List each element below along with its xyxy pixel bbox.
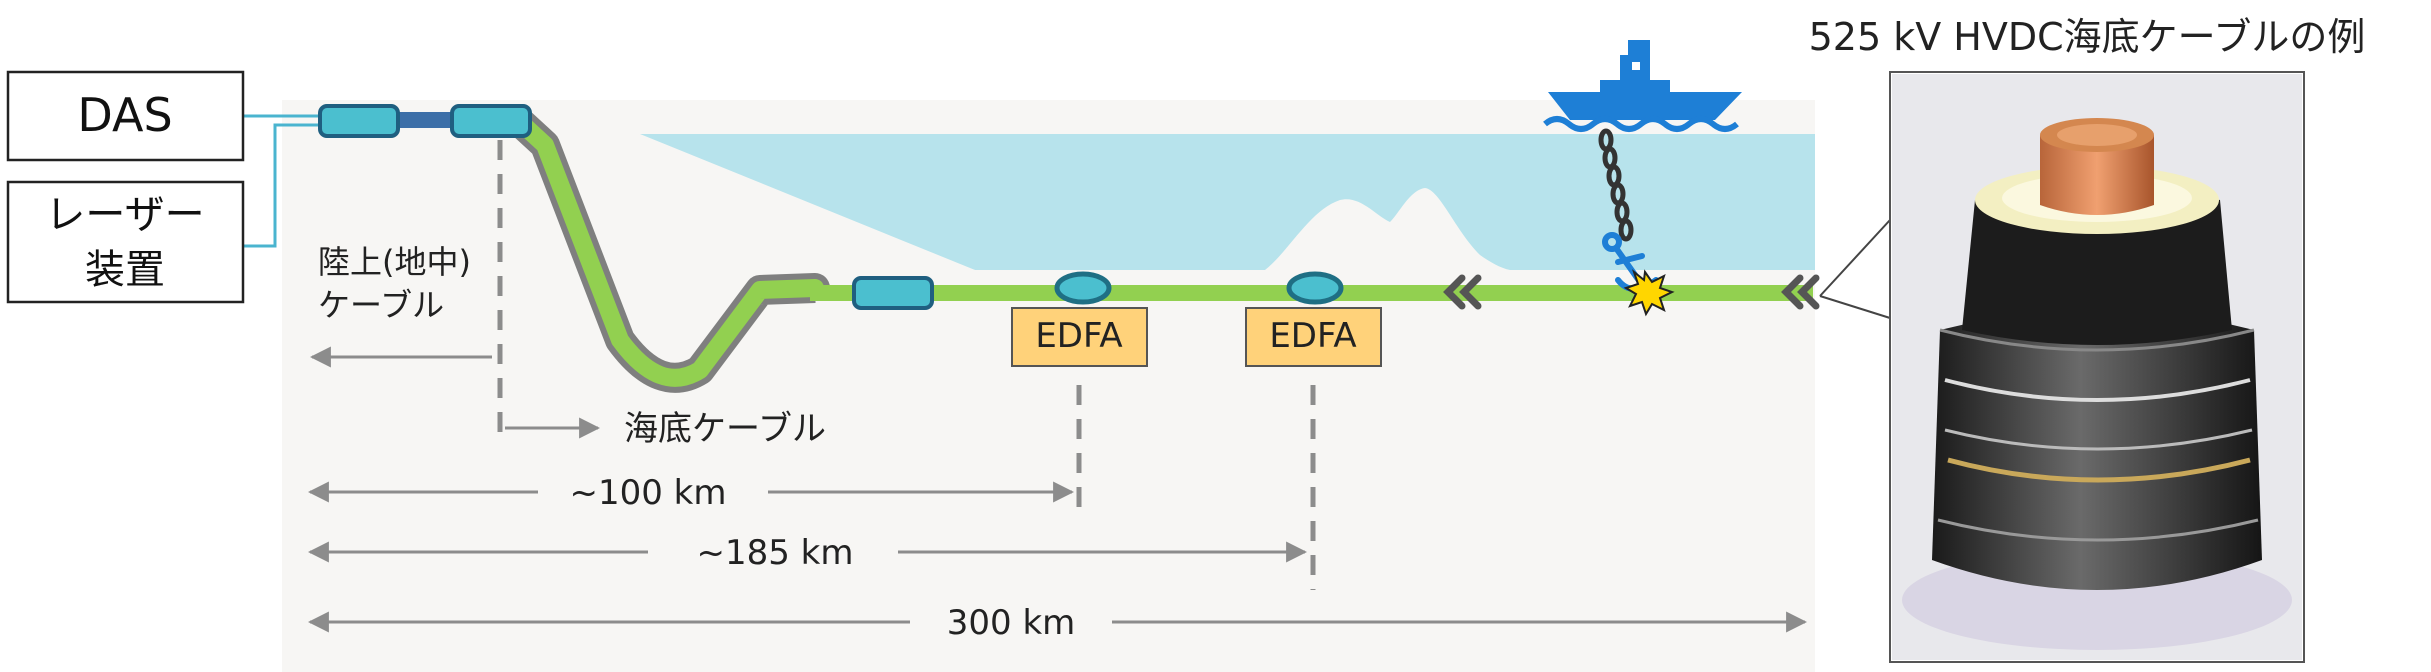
- cable-break-icon: [1781, 274, 1820, 310]
- sea-area: [535, 134, 1815, 270]
- edfa-label-2: EDFA: [1269, 316, 1356, 356]
- laser-box: レーザー 装置: [6, 180, 245, 304]
- shore-repeater: [852, 276, 934, 310]
- laser-label-line2: 装置: [85, 247, 165, 293]
- dashed-markers: [497, 140, 1316, 590]
- seamount: [1265, 188, 1510, 270]
- callout-lines: [1819, 219, 1891, 319]
- land-repeater-1: [318, 104, 400, 138]
- distance-300: 300 km: [307, 603, 1808, 643]
- land-cable-label-2: ケーブル: [318, 286, 444, 324]
- distance-100: ~100 km: [307, 473, 1075, 513]
- das-label: DAS: [77, 88, 172, 142]
- das-box: DAS: [6, 70, 245, 162]
- ship-icon: [1543, 40, 1742, 132]
- edfa-repeater-2: [1286, 271, 1344, 305]
- shore-cliff: [282, 100, 1815, 672]
- edfa-label-1: EDFA: [1035, 316, 1122, 356]
- subsea-cable-label: 海底ケーブル: [624, 409, 826, 449]
- land-cable-label-1: 陸上(地中): [318, 243, 471, 281]
- anchor-chain: [1598, 128, 1634, 242]
- edfa-box-1: EDFA: [1011, 307, 1148, 367]
- land-repeater-2: [450, 104, 532, 138]
- edfa-repeater-1: [1054, 271, 1112, 305]
- figure-title: 525 kV HVDC海底ケーブルの例: [1809, 15, 2366, 59]
- edfa-box-2: EDFA: [1245, 307, 1382, 367]
- distance-185-label: ~185 km: [696, 533, 853, 573]
- hvdc-cable-photo: [1889, 71, 2305, 663]
- impact-burst-icon: [1623, 269, 1675, 317]
- cable-break-icon: [1443, 274, 1482, 310]
- distance-185: ~185 km: [307, 533, 1308, 573]
- distance-300-label: 300 km: [947, 603, 1076, 643]
- laser-label-line1: レーザー: [45, 192, 204, 238]
- cable-green: [513, 115, 824, 387]
- connector-lines: [243, 114, 320, 248]
- distance-100-label: ~100 km: [569, 473, 726, 513]
